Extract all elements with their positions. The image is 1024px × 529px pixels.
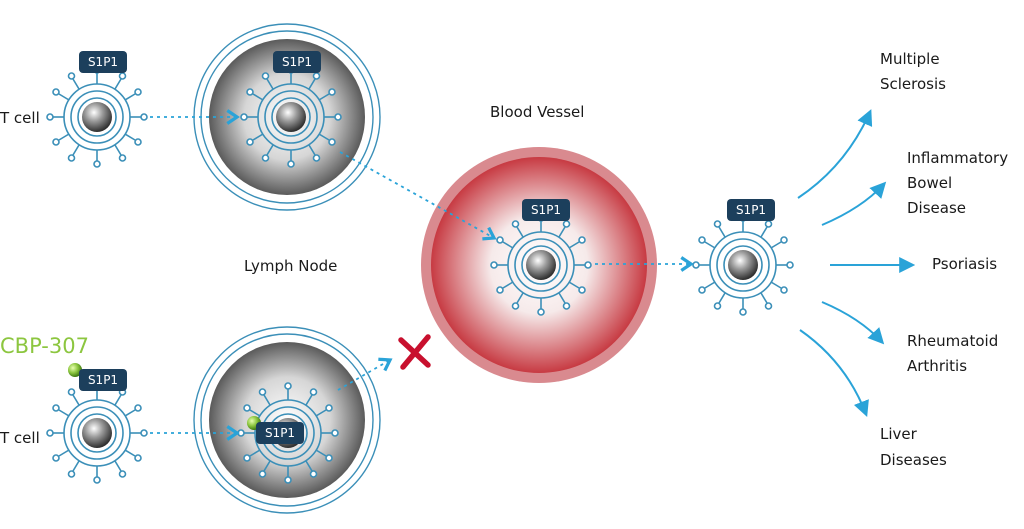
s1p1-badge-circulating: S1P1: [727, 199, 775, 221]
disease-ibd-line1: Inflammatory: [907, 149, 1009, 167]
disease-rheumatoid-arthritis-line1: Rheumatoid: [907, 332, 999, 350]
s1p1-badge-vessel: S1P1: [522, 199, 570, 221]
disease-ibd-line2: Bowel: [907, 174, 953, 192]
t-cell-top: [46, 66, 148, 168]
green-sphere-icon: [68, 363, 82, 377]
s1p1-badge-tcell-top: S1P1: [79, 51, 127, 73]
t-cell-bottom: [46, 382, 148, 484]
s1p1-badge-node-top: S1P1: [273, 51, 321, 73]
s1p1-badge-node-bottom: S1P1: [256, 422, 304, 444]
x-icon: [398, 334, 431, 370]
drug-label: CBP-307: [0, 334, 89, 358]
t-cell-circulating: [692, 214, 794, 316]
arrow-node-to-vessel: [339, 151, 497, 241]
disease-ibd-line3: Disease: [907, 199, 966, 217]
t-cell-label-top: T cell: [0, 109, 40, 127]
arrow-to-liver-diseases: [799, 329, 869, 417]
disease-multiple-sclerosis-line1: Multiple: [880, 50, 940, 68]
lymph-node-label: Lymph Node: [244, 257, 338, 275]
t-cell-label-bottom: T cell: [0, 429, 40, 447]
s1p1-badge-tcell-bottom: S1P1: [79, 369, 127, 391]
blood-vessel-label: Blood Vessel: [490, 103, 585, 121]
arrow-to-ibd: [821, 181, 887, 226]
arrow-to-multiple-sclerosis: [797, 109, 873, 199]
arrow-to-rheumatoid-arthritis: [821, 301, 885, 345]
disease-rheumatoid-arthritis-line2: Arthritis: [907, 357, 968, 375]
disease-psoriasis: Psoriasis: [932, 255, 998, 273]
disease-liver-line1: Liver: [880, 425, 917, 443]
disease-liver-line2: Diseases: [880, 451, 947, 469]
arrow-blocked-egress: [337, 357, 393, 391]
disease-multiple-sclerosis-line2: Sclerosis: [880, 75, 946, 93]
